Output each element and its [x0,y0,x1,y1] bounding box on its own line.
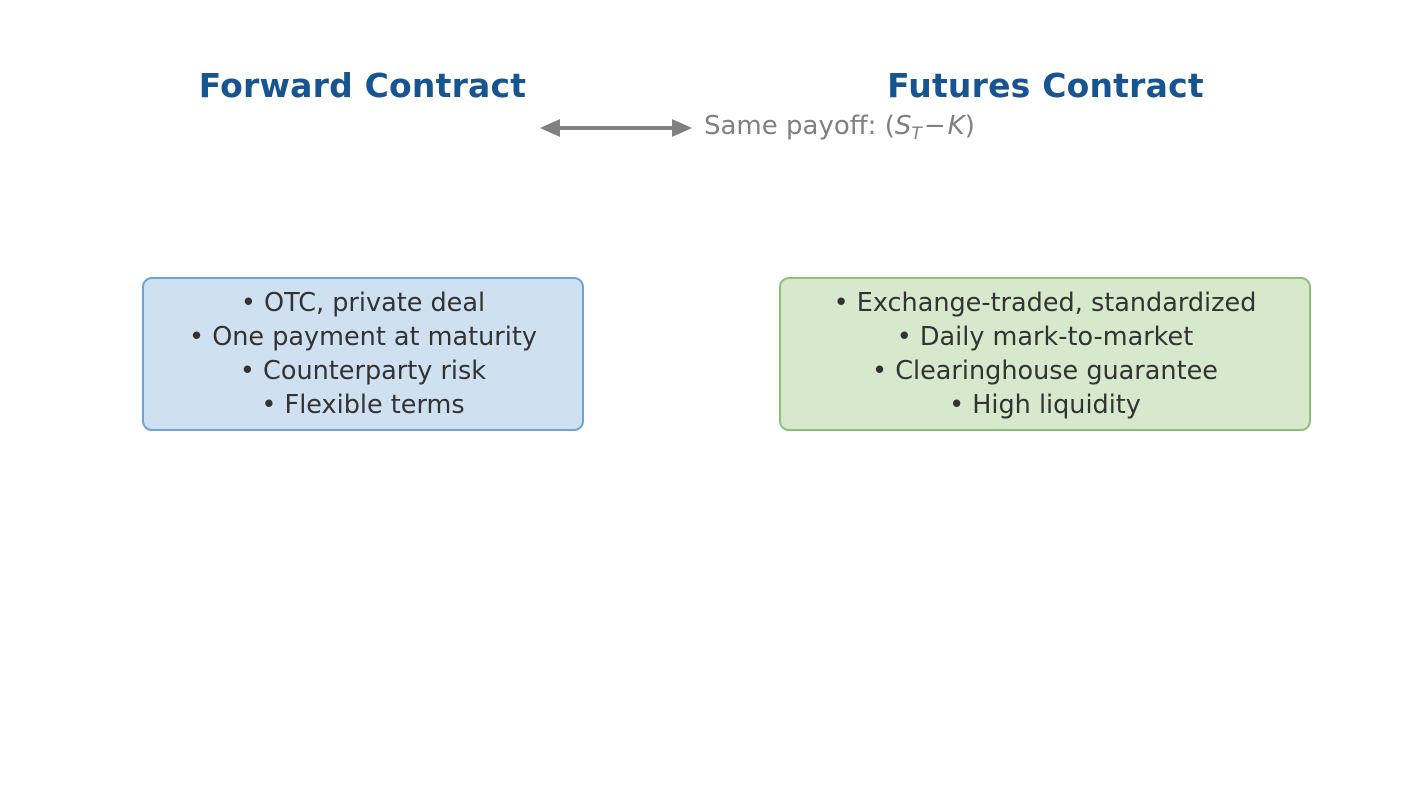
futures-contract-panel: • Exchange-traded, standardized • Daily … [779,277,1311,431]
payoff-label-suffix: ) [964,111,975,142]
payoff-subscript-t: T [911,123,922,144]
list-item: • Daily mark-to-market [896,322,1194,352]
list-item: • High liquidity [949,390,1141,420]
list-item: • OTC, private deal [240,288,486,318]
payoff-label: Same payoff: (ST−K) [704,113,975,143]
payoff-label-prefix: Same payoff: ( [704,111,895,142]
list-item: • Counterparty risk [239,356,487,386]
page-title-forward-contract: Forward Contract [198,66,527,105]
payoff-operator-minus: − [923,111,946,142]
double-headed-arrow-icon [540,115,692,141]
payoff-symbol-s: S [894,111,912,142]
list-item: • One payment at maturity [189,322,537,352]
payoff-connector: Same payoff: (ST−K) [540,106,975,150]
list-item: • Clearinghouse guarantee [872,356,1218,386]
forward-contract-panel: • OTC, private deal • One payment at mat… [142,277,584,431]
page-title-futures-contract: Futures Contract [887,66,1204,105]
list-item: • Exchange-traded, standardized [833,288,1257,318]
list-item: • Flexible terms [261,390,465,420]
payoff-symbol-k: K [947,111,965,142]
